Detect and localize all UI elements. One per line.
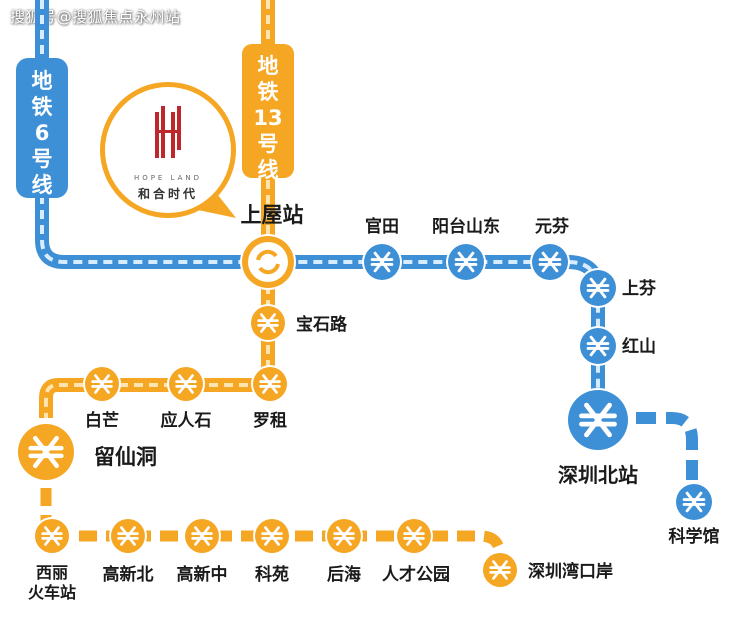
line-6-label-2: 铁 bbox=[32, 95, 53, 119]
line-13-label-3: 13 bbox=[253, 106, 282, 130]
label-yuanfen: 元芬 bbox=[535, 216, 570, 237]
label-gaoxinbei: 高新北 bbox=[103, 564, 154, 585]
label-baoshilu: 宝石路 bbox=[296, 314, 348, 335]
line-6-badge: 地 铁 6 号 线 bbox=[16, 58, 68, 198]
line-6-label-3: 6 bbox=[35, 121, 50, 145]
station-shangfen bbox=[578, 268, 618, 308]
hope-land-logo bbox=[155, 106, 181, 158]
station-gaoxinbei bbox=[109, 517, 147, 555]
station-luozu bbox=[251, 365, 289, 403]
label-guantian: 官田 bbox=[365, 216, 399, 237]
station-rencai bbox=[395, 517, 433, 555]
station-liuxiandong bbox=[16, 422, 76, 482]
line-13-extension bbox=[40, 488, 506, 557]
line-6-label-4: 号 bbox=[32, 147, 53, 171]
line-6-extension bbox=[636, 412, 698, 482]
station-yingrenshi bbox=[167, 365, 205, 403]
brand-en: HOPE LAND bbox=[134, 174, 202, 182]
line-13-label-4: 号 bbox=[258, 132, 279, 156]
line-6-label-5: 线 bbox=[32, 173, 53, 197]
label-hongshan: 红山 bbox=[622, 336, 656, 357]
label-luozu: 罗租 bbox=[253, 410, 287, 431]
label-baimang: 白芒 bbox=[85, 410, 119, 431]
station-keyuan bbox=[253, 517, 291, 555]
line-6-label-1: 地 bbox=[32, 69, 53, 93]
project-callout: HOPE LAND 和合时代 bbox=[100, 82, 236, 218]
stations-layer bbox=[16, 234, 714, 589]
station-baimang bbox=[83, 365, 121, 403]
station-wankouan bbox=[481, 551, 519, 589]
line-13-badge: 地 铁 13 号 线 bbox=[242, 44, 294, 182]
station-gaoxinzhong bbox=[183, 517, 221, 555]
line-13-label-2: 铁 bbox=[258, 80, 279, 104]
label-gaoxinzhong: 高新中 bbox=[177, 564, 228, 585]
label-wankouan: 深圳湾口岸 bbox=[528, 561, 613, 582]
station-yuanfen bbox=[530, 242, 570, 282]
station-hongshan bbox=[578, 326, 618, 366]
brand-cn: 和合时代 bbox=[137, 186, 198, 201]
label-liuxiandong: 留仙洞 bbox=[94, 445, 157, 469]
station-shenzhenbei bbox=[566, 388, 630, 452]
line-6-track bbox=[35, 0, 605, 410]
station-baoshilu bbox=[249, 304, 287, 342]
label-rencai: 人才公园 bbox=[382, 564, 450, 585]
label-kexueguan: 科学馆 bbox=[669, 526, 720, 547]
label-houhai: 后海 bbox=[327, 564, 361, 585]
station-kexueguan bbox=[674, 482, 714, 522]
line-13-track bbox=[39, 0, 275, 418]
line-13-label-1: 地 bbox=[258, 54, 279, 78]
station-guantian bbox=[362, 242, 402, 282]
line-13-label-5: 线 bbox=[258, 158, 279, 182]
label-yangtai: 阳台山东 bbox=[432, 216, 500, 237]
station-houhai bbox=[325, 517, 363, 555]
label-shangfen: 上芬 bbox=[622, 278, 657, 299]
label-yingrenshi: 应人石 bbox=[161, 410, 212, 431]
station-xili bbox=[33, 517, 71, 555]
label-xili-1: 西丽 bbox=[36, 563, 68, 582]
label-shangwu: 上屋站 bbox=[241, 203, 304, 227]
label-shenzhenbei: 深圳北站 bbox=[558, 463, 638, 487]
label-xili-2: 火车站 bbox=[28, 583, 76, 602]
label-keyuan: 科苑 bbox=[255, 564, 289, 585]
station-yangtai bbox=[446, 242, 486, 282]
station-shangwu bbox=[240, 234, 296, 290]
watermark: 搜狐号@搜狐焦点永州站 bbox=[10, 8, 181, 26]
